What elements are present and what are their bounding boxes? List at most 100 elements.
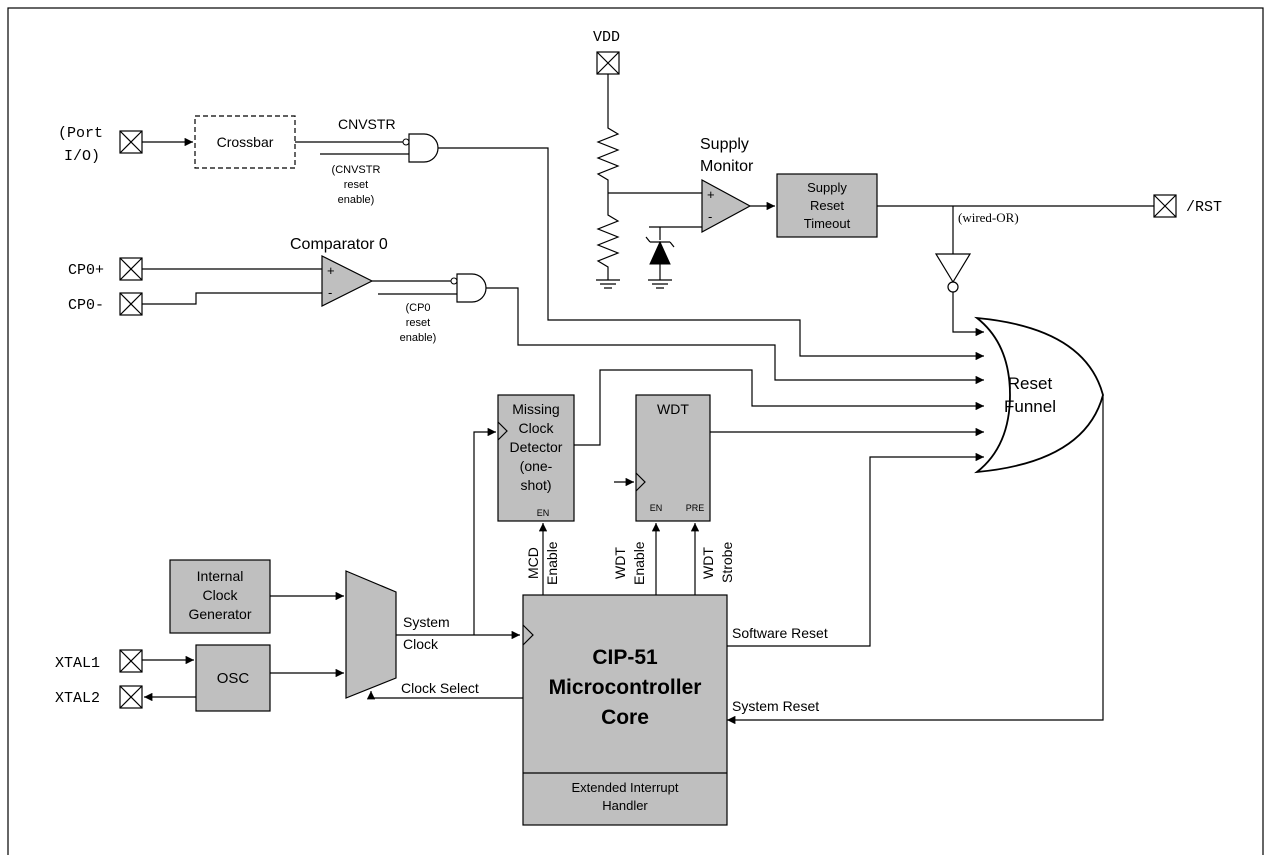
comparator-label: Comparator 0: [290, 236, 388, 253]
icg-label-3: Generator: [188, 606, 251, 622]
supply-reset-label-2: Reset: [810, 198, 844, 213]
mcd-label-5: shot): [520, 477, 551, 493]
supply-reset-timeout-block: [776, 173, 878, 238]
software-reset-label: Software Reset: [732, 625, 828, 641]
rst-label: /RST: [1186, 199, 1222, 216]
xtal1-pin-icon: [119, 649, 143, 673]
cnvstr-inverter-bubble: [402, 138, 410, 146]
supply-reset-label-3: Timeout: [804, 216, 851, 231]
voltage-divider-resistors: [596, 74, 620, 280]
supply-monitor-plus: +: [707, 187, 715, 202]
cp0-inverter-bubble: [450, 277, 458, 285]
mcd-enable-label: MCD: [525, 547, 541, 579]
wdt-block: [635, 394, 711, 522]
osc-label: OSC: [217, 670, 250, 687]
system-reset-label: System Reset: [732, 698, 819, 714]
icg-label: Internal: [197, 568, 244, 584]
cnvstr-label: CNVSTR: [338, 116, 396, 132]
cnvstr-and-gate: [408, 133, 439, 163]
cp0-reset-wire: [486, 287, 984, 385]
diagram-frame: [7, 7, 1264, 855]
missing-clock-detector-block: [497, 394, 575, 522]
xtal1-label: XTAL1: [55, 655, 100, 672]
cp0-plus-label: CP0+: [68, 262, 104, 279]
mcd-enable-label-2: Enable: [544, 541, 560, 585]
crossbar-block: [194, 115, 296, 169]
wdt-enable-label-2: Enable: [631, 541, 647, 585]
clock-mux: [345, 570, 397, 699]
core-clock-input-icon: [522, 624, 534, 646]
reset-funnel-label-2: Funnel: [1004, 397, 1056, 416]
rst-pin-icon: [1153, 194, 1177, 218]
clock-select-label: Clock Select: [401, 680, 479, 696]
system-reset-wire: [727, 395, 1104, 725]
comparator-0-icon: [321, 255, 374, 307]
software-reset-wire: [727, 452, 984, 647]
cip51-core-block: [522, 594, 728, 826]
vdd-label: VDD: [593, 29, 620, 46]
cnvstr-reset-wire: [438, 147, 984, 361]
xtal2-pin-icon: [119, 685, 143, 709]
wdt-label: WDT: [657, 401, 689, 417]
cp0-enable-label-3: enable): [400, 332, 437, 344]
cnvstr-enable-label-3: enable): [338, 194, 375, 206]
port-io-label-2: I/O): [64, 148, 100, 165]
supply-monitor-minus: -: [708, 209, 712, 224]
wdt-enable-label: WDT: [612, 547, 628, 579]
cp0-minus-label: CP0-: [68, 297, 104, 314]
icg-label-2: Clock: [202, 587, 238, 603]
wired-or-label: (wired-OR): [958, 210, 1019, 225]
clock-to-mcd-wire: [473, 427, 496, 635]
eih-label-2: Handler: [602, 798, 648, 813]
mcd-label: Missing: [512, 401, 559, 417]
cnvstr-enable-label-2: reset: [344, 179, 368, 191]
wdt-clock-input-icon: [635, 472, 646, 492]
mcd-label-4: (one-: [520, 458, 553, 474]
system-clock-label: System: [403, 614, 450, 630]
crossbar-label: Crossbar: [217, 134, 274, 150]
cp0-minus-wire: [142, 292, 322, 305]
reset-funnel-or-gate: [974, 316, 1104, 474]
rst-to-funnel-wire: [952, 292, 984, 337]
comparator-plus: +: [327, 263, 335, 278]
wdt-strobe-label: WDT: [700, 547, 716, 579]
supply-monitor-comparator: [701, 178, 752, 234]
cip51-label-2: Microcontroller: [549, 676, 702, 699]
supply-monitor-label-2: Monitor: [700, 158, 754, 175]
wdt-strobe-label-2: Strobe: [719, 542, 735, 583]
cip51-label-3: Core: [601, 706, 649, 729]
reset-funnel-label: Reset: [1008, 374, 1053, 393]
comparator-minus: -: [328, 285, 332, 300]
mcd-label-2: Clock: [518, 420, 554, 436]
port-io-label: (Port: [58, 125, 103, 142]
rst-buffer-icon: [934, 253, 972, 284]
mcd-clock-input-icon: [497, 421, 508, 441]
mcd-label-3: Detector: [510, 439, 563, 455]
supply-monitor-label: Supply: [700, 136, 749, 153]
cp0-and-gate: [456, 273, 487, 303]
port-io-pin-icon: [119, 130, 143, 154]
vdd-pin-icon: [596, 51, 620, 75]
xtal2-label: XTAL2: [55, 690, 100, 707]
cp0-minus-pin-icon: [119, 292, 143, 316]
osc-block: [195, 644, 271, 712]
clock-select-wire: [366, 691, 523, 700]
mcd-reset-wire: [574, 369, 984, 446]
divider-ground-icon: [596, 279, 620, 289]
cp0-enable-label: (CP0: [405, 302, 430, 314]
rst-inverter-bubble: [947, 281, 959, 293]
zener-ref-wire: [649, 226, 702, 240]
system-clock-label-2: Clock: [403, 636, 439, 652]
zener-diode-icon: [645, 236, 675, 289]
cnvstr-enable-label: (CNVSTR: [332, 164, 381, 176]
cip51-label: CIP-51: [592, 646, 658, 669]
cp0-plus-pin-icon: [119, 257, 143, 281]
supply-reset-label: Supply: [807, 180, 847, 195]
mcd-en-label: EN: [537, 508, 550, 518]
cp0-enable-label-2: reset: [406, 317, 430, 329]
wdt-en-label: EN: [650, 503, 663, 513]
wdt-pre-label: PRE: [686, 503, 705, 513]
eih-label: Extended Interrupt: [572, 780, 679, 795]
